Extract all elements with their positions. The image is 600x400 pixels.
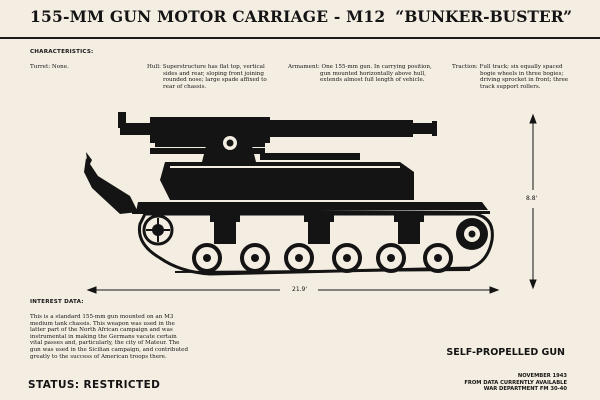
- source-line: NOVEMBER 1943: [517, 373, 567, 379]
- status-label: STATUS: RESTRICTED: [28, 379, 161, 391]
- interest-line: latter part of the North African campaig…: [30, 327, 173, 334]
- spec-traction-line: bogie wheels in three bogies;: [480, 70, 564, 77]
- interest-line: This is a standard 155-mm gun mounted on…: [30, 314, 174, 320]
- length-dimension-line: [86, 286, 500, 294]
- spec-traction: Traction: Full track; six equally spaced…: [452, 64, 592, 90]
- track-guard: [136, 202, 488, 212]
- interest-line: greatly to the success of American troop…: [30, 353, 167, 360]
- spec-armament-line: Armament: One 155-mm gun. In carrying po…: [288, 64, 432, 70]
- source-line: WAR DEPARTMENT FM 30-40: [483, 386, 567, 392]
- drive-sprocket: [456, 218, 488, 250]
- bogie-bracket: [214, 222, 236, 244]
- spec-turret: Turret: None.: [30, 64, 69, 71]
- rear-idler-wheel: [142, 214, 174, 246]
- gun-muzzle: [412, 123, 436, 134]
- source-note: NOVEMBER 1943 FROM DATA CURRENTLY AVAILA…: [464, 373, 567, 393]
- return-roller: [407, 215, 413, 221]
- classification-label: SELF-PROPELLED GUN: [446, 347, 565, 358]
- header-rule: [0, 37, 600, 39]
- height-dimension-label: 8.8': [526, 195, 538, 202]
- page-title: 155-MM GUN MOTOR CARRIAGE - M12: [30, 7, 386, 26]
- spec-hull: Hull: Superstructure has flat top, verti…: [147, 64, 277, 90]
- spec-armament-line: extends almost full length of vehicle.: [320, 77, 425, 84]
- spec-traction-line: track support rollers.: [480, 83, 541, 90]
- spec-armament-line: gun mounted horizontally above hull,: [320, 70, 426, 77]
- interest-line: gun was used in the Sicilian campaign, a…: [30, 346, 189, 353]
- interest-line: instrumental in making the Germans vacat…: [30, 333, 177, 340]
- spec-traction-line: Traction: Full track; six equally spaced: [452, 64, 563, 70]
- spec-hull-line: Hull: Superstructure has flat top, verti…: [147, 64, 265, 70]
- hull: [160, 162, 414, 200]
- height-dimension-line: [529, 113, 537, 290]
- spec-turret-text: Turret: None.: [30, 64, 69, 70]
- characteristics-heading: CHARACTERISTICS:: [30, 49, 94, 55]
- return-roller: [317, 215, 323, 221]
- interest-text: This is a standard 155-mm gun mounted on…: [30, 314, 212, 360]
- rear-spade: [84, 158, 138, 214]
- interest-line: vital passes and, particularly, the city…: [30, 340, 180, 347]
- spec-armament: Armament: One 155-mm gun. In carrying po…: [288, 64, 448, 84]
- interest-line: medium tank chassis. This weapon was use…: [30, 320, 175, 327]
- vehicle-nickname: “BUNKER-BUSTER”: [395, 7, 572, 26]
- interest-heading: INTEREST DATA:: [30, 299, 84, 305]
- bogie-bracket: [308, 222, 330, 244]
- length-dimension-label: 21.9': [292, 286, 308, 293]
- gun-barrel: [268, 120, 413, 137]
- spec-hull-line: rounded nose; large spade affixed to: [163, 77, 267, 84]
- source-line: FROM DATA CURRENTLY AVAILABLE: [464, 379, 567, 386]
- return-roller: [223, 215, 229, 221]
- spec-hull-line: rear of chassis.: [163, 83, 207, 90]
- spec-traction-line: driving sprocket in front; three: [480, 77, 569, 84]
- bogie-bracket: [398, 222, 420, 244]
- spec-hull-line: sides and rear, sloping front joining: [163, 70, 264, 77]
